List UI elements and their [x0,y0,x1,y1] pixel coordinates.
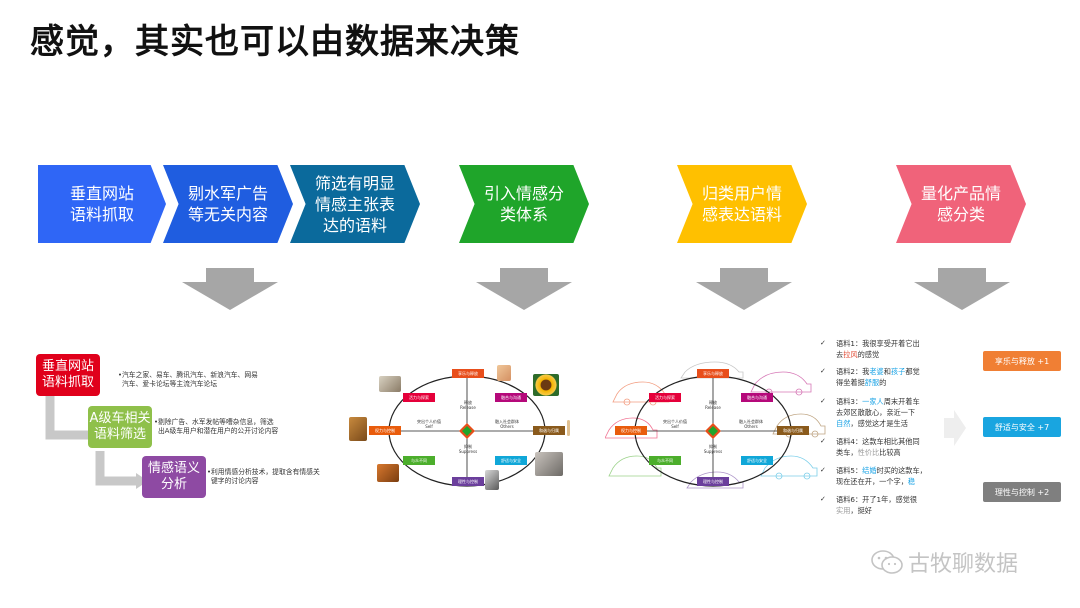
lion-image [349,417,367,441]
diagram2-lower-right: 舒适与安全 [741,456,773,465]
pipeline-step-2: 剔水军广告等无关内容 [163,165,293,243]
pipeline-step-2-line2: 等无关内容 [187,205,268,224]
diagram1-lower-right: 舒适与安全 [495,456,527,465]
dog-image [567,420,570,436]
check-icon: ✓ [820,437,826,445]
pipeline-step-3-line3: 达的语料 [322,215,387,235]
flow-note-filter: •剔除广告、水军发帖等嘈杂信息，筛选 出A级车用户和潜在用户的公开讨论内容 [154,418,278,436]
family-image [535,452,563,476]
emotion-diagram-images: 享乐与释放 活力与探索 融合与沟通 权力与控制 和谐与归属 与众不同 舒适与安全… [345,360,570,495]
pipeline-step-6: 量化产品情感分类 [896,165,1026,243]
flow-step-filter-line1: A级车相关 [89,411,151,426]
diagram1-top: 享乐与释放 [452,369,484,378]
pipeline-step-3: 筛选有明显情感主张表达的语料 [290,165,420,243]
hands-image [497,365,511,381]
horse-image [379,376,401,392]
diagram1-left: 权力与控制 [369,426,401,435]
pipeline-step-4-line2: 类体系 [499,205,548,224]
category-pill: 理性与控制 +2 [983,482,1061,502]
check-icon: ✓ [820,367,826,375]
page-title: 感觉，其实也可以由数据来决策 [30,22,520,62]
flow-step-sentiment: 情感语义分析 [142,456,206,498]
flow-step-crawl-line1: 垂直网站 [41,359,94,374]
review-item: ✓ 语料6：开了1年，感觉很实用，挺好 [820,495,918,515]
category-pill: 享乐与释放 +1 [983,351,1061,371]
check-icon: ✓ [820,397,826,405]
flow-note-filter-line2: 出A级车用户和潜在用户的公开讨论内容 [158,427,279,435]
diagram2-lower-left: 与众不同 [649,456,681,465]
emotion-diagram-cars: 享乐与释放 活力与探索 融合与沟通 权力与控制 和谐与归属 与众不同 舒适与安全… [605,360,830,495]
diagram2-bottom: 理性与控制 [697,477,729,486]
flow-step-crawl-line2: 语料抓取 [41,375,94,390]
sunflower-image [533,374,559,396]
check-icon: ✓ [820,339,826,347]
diagram2-upper-left: 活力与探索 [649,393,681,402]
pipeline-step-1-line1: 垂直网站 [69,184,134,203]
diagram2-left: 权力与控制 [615,426,647,435]
pipeline-step-4: 引入情感分类体系 [459,165,589,243]
check-icon: ✓ [820,495,826,503]
review-item: ✓ 语料4：这款车相比其他同类车，性价比比较高 [820,437,920,457]
flow-step-sentiment-line1: 情感语义 [147,461,200,476]
pipeline-step-5-line1: 归类用户情 [701,184,782,203]
pipeline-step-3-line2: 情感主张表 [314,194,395,214]
watermark: 古牧聊数据 [870,546,1018,578]
review-item: ✓ 语料2：我老婆和孩子都觉得坐着挺舒服的 [820,367,920,387]
flow-note-sentiment: •利用情感分析技术，提取含有情感关 键字的讨论内容 [207,468,320,486]
fox-image [377,464,399,482]
pipeline-step-1-line2: 语料抓取 [69,205,134,224]
pipeline-step-1: 垂直网站语料抓取 [38,165,166,243]
flow-step-sentiment-line2: 分析 [160,477,187,492]
flow-step-crawl: 垂直网站语料抓取 [36,354,100,396]
pipeline-step-3-line1: 筛选有明显 [314,173,395,193]
diagram1-right: 和谐与归属 [533,426,565,435]
watermark-text: 古牧聊数据 [908,552,1019,577]
review-item: ✓ 语料5：结婚时买的这款车，现在还在开，一个字，稳 [820,466,927,486]
down-arrow-icon [914,268,1010,310]
pipeline-step-6-line2: 感分类 [936,205,985,224]
wechat-icon [871,550,903,574]
flow-step-filter: A级车相关语料筛选 [88,406,152,448]
diagram1-upper-right: 融合与沟通 [495,393,527,402]
flow-step-filter-line2: 语料筛选 [93,427,146,442]
pipeline-step-6-line1: 量化产品情 [920,184,1001,203]
flow-note-crawl-line1: •汽车之家、易车、腾讯汽车、新浪汽车、网易 [118,371,258,379]
pipeline-step-2-line1: 剔水军广告 [187,184,268,203]
down-arrow-icon [476,268,572,310]
down-arrow-icon [182,268,278,310]
flow-note-filter-line1: •剔除广告、水军发帖等嘈杂信息，筛选 [154,418,274,426]
pipeline-step-5: 归类用户情感表达语料 [677,165,807,243]
flow-note-sentiment-line2: 键字的讨论内容 [211,477,259,485]
right-arrow-icon [944,410,966,446]
pipeline-step-4-line1: 引入情感分 [483,184,564,203]
diagram1-lower-left: 与众不同 [403,456,435,465]
flow-note-crawl-line2: 汽车、爱卡论坛等主流汽车论坛 [122,380,218,388]
diagram1-upper-left: 活力与探索 [403,393,435,402]
diagram2-upper-right: 融合与沟通 [741,393,773,402]
diagram2-top: 享乐与释放 [697,369,729,378]
category-pill: 舒适与安全 +7 [983,417,1061,437]
pipeline-step-5-line2: 感表达语料 [701,205,782,224]
check-icon: ✓ [820,466,826,474]
diagram1-bottom: 理性与控制 [452,477,484,486]
cat-image [485,470,499,490]
down-arrow-icon [696,268,792,310]
review-item: ✓ 语料3：一家人周末开着车去郊区散散心，亲近一下自然，感觉这才是生活 [820,397,920,428]
diagram2-right: 和谐与归属 [777,426,809,435]
flow-note-sentiment-line1: •利用情感分析技术，提取含有情感关 [207,468,320,476]
review-item: ✓ 语料1：我很享受开着它出去拉风的感觉 [820,339,920,359]
flow-note-crawl: •汽车之家、易车、腾讯汽车、新浪汽车、网易 汽车、爱卡论坛等主流汽车论坛 [118,371,258,389]
